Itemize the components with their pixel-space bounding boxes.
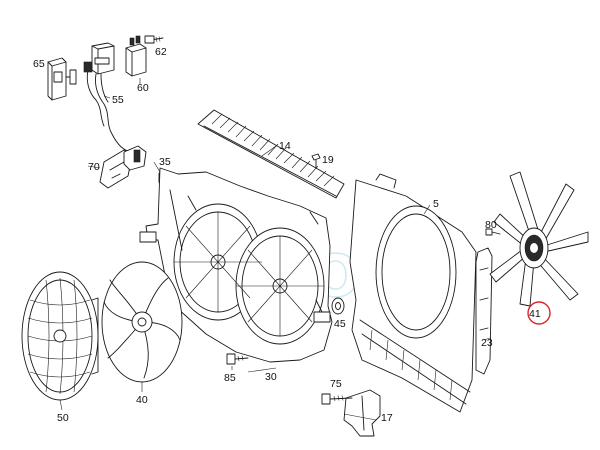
part-40-fan[interactable] (101, 261, 183, 383)
label-75: 75 (330, 378, 342, 390)
label-23: 23 (481, 337, 493, 349)
label-41: 41 (529, 308, 541, 320)
part-30-fan-frame[interactable] (139, 167, 333, 363)
label-55: 55 (112, 94, 124, 106)
part-50-fan-guard[interactable] (21, 271, 99, 401)
label-50: 50 (57, 412, 69, 424)
part-70-bracket[interactable] (99, 145, 147, 189)
part-75-bolt[interactable] (321, 393, 353, 405)
label-19: 19 (322, 154, 334, 166)
part-45-grommet[interactable] (331, 297, 345, 315)
part-19-screw[interactable] (311, 153, 321, 169)
part-60-relay[interactable] (125, 35, 147, 77)
label-70: 70 (88, 161, 100, 173)
part-80-screw[interactable] (485, 228, 501, 236)
label-60: 60 (137, 82, 149, 94)
label-65: 65 (33, 58, 45, 70)
part-17-mounting-bracket[interactable] (343, 389, 381, 437)
label-35: 35 (159, 156, 171, 168)
label-14: 14 (279, 140, 291, 152)
part-5-radiator-shroud[interactable] (349, 173, 477, 413)
label-45: 45 (334, 318, 346, 330)
part-65-switch[interactable] (47, 57, 77, 101)
label-30: 30 (265, 371, 277, 383)
part-55-wire-connector[interactable] (83, 42, 131, 153)
label-80: 80 (485, 219, 497, 231)
part-62-bolt[interactable] (144, 35, 164, 44)
highlight-circle-41 (527, 301, 551, 325)
part-41-fan-clutch[interactable] (489, 171, 589, 307)
part-number-labels: 5 14 17 19 23 30 35 40 41 45 50 55 60 62… (33, 46, 541, 424)
label-62: 62 (155, 46, 167, 58)
label-40: 40 (136, 394, 148, 406)
label-85: 85 (224, 372, 236, 384)
leader-lines (59, 78, 491, 421)
part-23-bracket[interactable] (475, 247, 493, 375)
part-14-seal-strip[interactable] (197, 109, 345, 199)
part-85-bolt[interactable] (226, 353, 249, 365)
label-5: 5 (433, 198, 439, 210)
label-17: 17 (381, 412, 393, 424)
